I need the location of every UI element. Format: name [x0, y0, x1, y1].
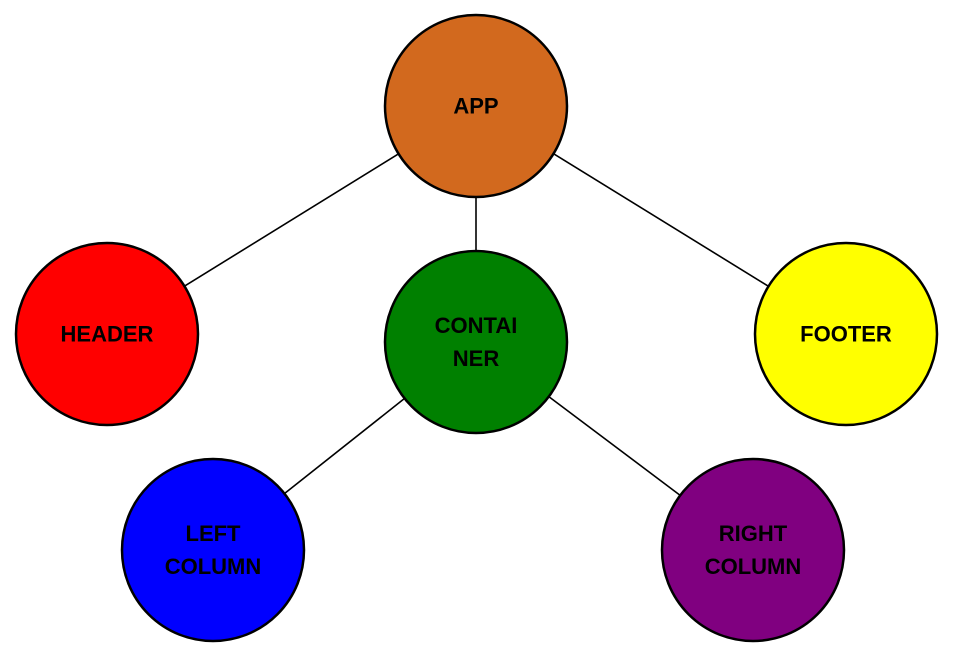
node-left-column-circle — [120, 457, 306, 643]
node-right-column-circle — [660, 457, 846, 643]
edge-container-to-left-column — [283, 397, 406, 495]
node-app-label-line-1: APP — [453, 94, 498, 119]
node-left-column: LEFT COLUMN — [120, 457, 306, 643]
edges-layer — [183, 153, 769, 497]
node-footer-circle — [753, 241, 939, 427]
node-container-label-line-1: CONTAI — [435, 313, 518, 338]
node-left-column-label-line-2: COLUMN — [165, 554, 262, 579]
node-right-column: RIGHT COLUMN — [660, 457, 846, 643]
edge-app-to-footer — [553, 153, 769, 287]
node-footer-label-line-1: FOOTER — [800, 322, 892, 347]
node-header-label-line-1: HEADER — [61, 322, 154, 347]
node-header: HEADER — [14, 241, 200, 427]
node-container-circle — [383, 249, 569, 435]
node-right-column-label-line-2: COLUMN — [705, 554, 802, 579]
edge-container-to-right-column — [548, 395, 681, 497]
node-left-column-label-line-1: LEFT — [186, 521, 242, 546]
node-app: APP — [383, 13, 569, 199]
node-container: CONTAI NER — [383, 249, 569, 435]
node-app-circle — [383, 13, 569, 199]
node-container-label-line-2: NER — [453, 346, 500, 371]
nodes-layer: APP HEADER CONTAI NER FOOTER LEFT COLUMN RIGHT C… — [14, 13, 939, 643]
node-right-column-label-line-1: RIGHT — [719, 521, 788, 546]
node-header-circle — [14, 241, 200, 427]
edge-app-to-header — [183, 153, 400, 287]
node-footer: FOOTER — [753, 241, 939, 427]
